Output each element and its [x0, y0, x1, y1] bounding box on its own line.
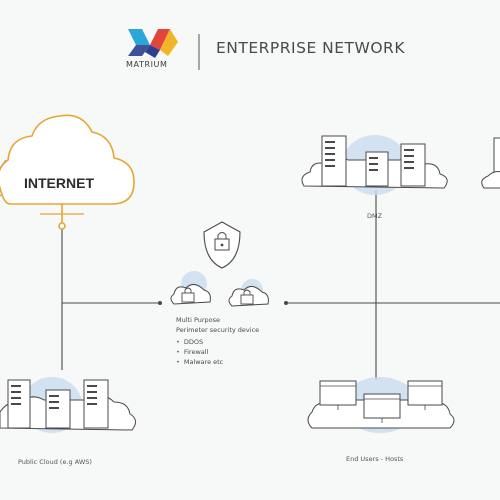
security-device-description: Multi Purpose Perimeter security device …: [176, 315, 259, 367]
matrium-logo-icon: [128, 29, 178, 58]
public-cloud-label: Public Cloud (e.g AWS): [18, 458, 92, 466]
internet-cloud-icon: [0, 114, 135, 230]
internet-label: INTERNET: [24, 175, 94, 191]
dmz-label: DMZ: [367, 212, 383, 220]
security-device-title-line1: Multi Purpose: [176, 316, 221, 324]
connection-lines: [0, 159, 500, 380]
server-edge-icon: [481, 137, 500, 189]
security-device-icon: [170, 221, 269, 307]
security-feature-item: Malware etc: [176, 357, 259, 367]
security-feature-list: DDOS Firewall Malware etc: [176, 337, 259, 367]
end-users-label: End Users - Hosts: [346, 455, 404, 463]
connector-dots: [158, 301, 288, 305]
security-feature-item: Firewall: [176, 347, 259, 357]
end-users-cluster-icon: [307, 377, 455, 433]
security-feature-item: DDOS: [176, 337, 259, 347]
page-title: ENTERPRISE NETWORK: [216, 39, 405, 57]
security-device-title-line2: Perimeter security device: [176, 326, 260, 334]
public-cloud-cluster-icon: [0, 377, 136, 433]
brand-name: MATRIUM: [126, 60, 168, 69]
dmz-cluster-icon: [301, 135, 448, 195]
